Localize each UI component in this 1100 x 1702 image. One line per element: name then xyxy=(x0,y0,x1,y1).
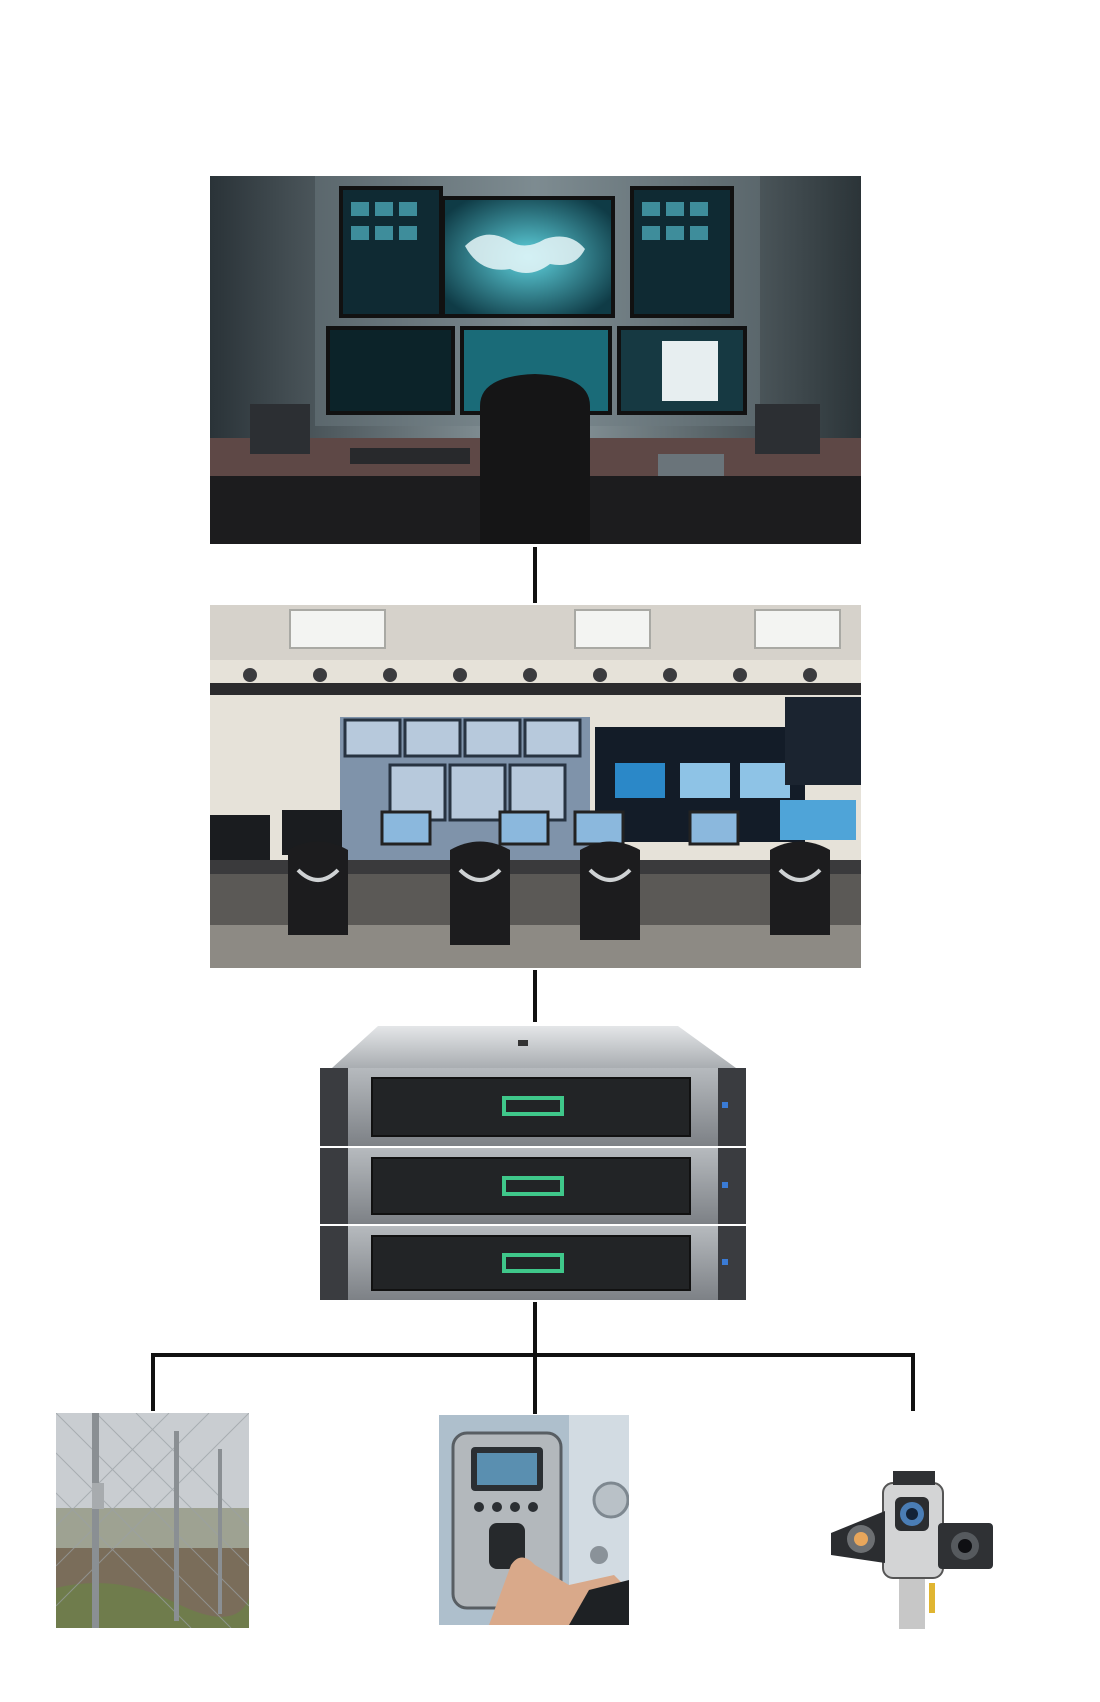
connector-monitoring-to-server xyxy=(533,970,537,1022)
surveillance-camera-node xyxy=(823,1413,1013,1629)
server-stack-node xyxy=(318,1022,750,1302)
monitoring-room-node xyxy=(210,605,861,968)
connector-horizontal-bus xyxy=(151,1353,915,1357)
connector-to-camera xyxy=(911,1353,915,1411)
biometric-access-node xyxy=(439,1415,629,1625)
connector-command-to-monitoring xyxy=(533,547,537,603)
connector-to-fence xyxy=(151,1353,155,1411)
fingerprint-reader-photo xyxy=(439,1415,629,1625)
ptz-camera-photo xyxy=(823,1413,1013,1629)
command-center-photo xyxy=(210,176,861,544)
fence-photo xyxy=(56,1413,249,1628)
command-center-node xyxy=(210,176,861,544)
server-rack-icon xyxy=(320,1026,746,1300)
monitoring-room-photo xyxy=(210,605,861,968)
connector-server-trunk xyxy=(533,1302,537,1414)
perimeter-fence-node xyxy=(56,1413,249,1628)
